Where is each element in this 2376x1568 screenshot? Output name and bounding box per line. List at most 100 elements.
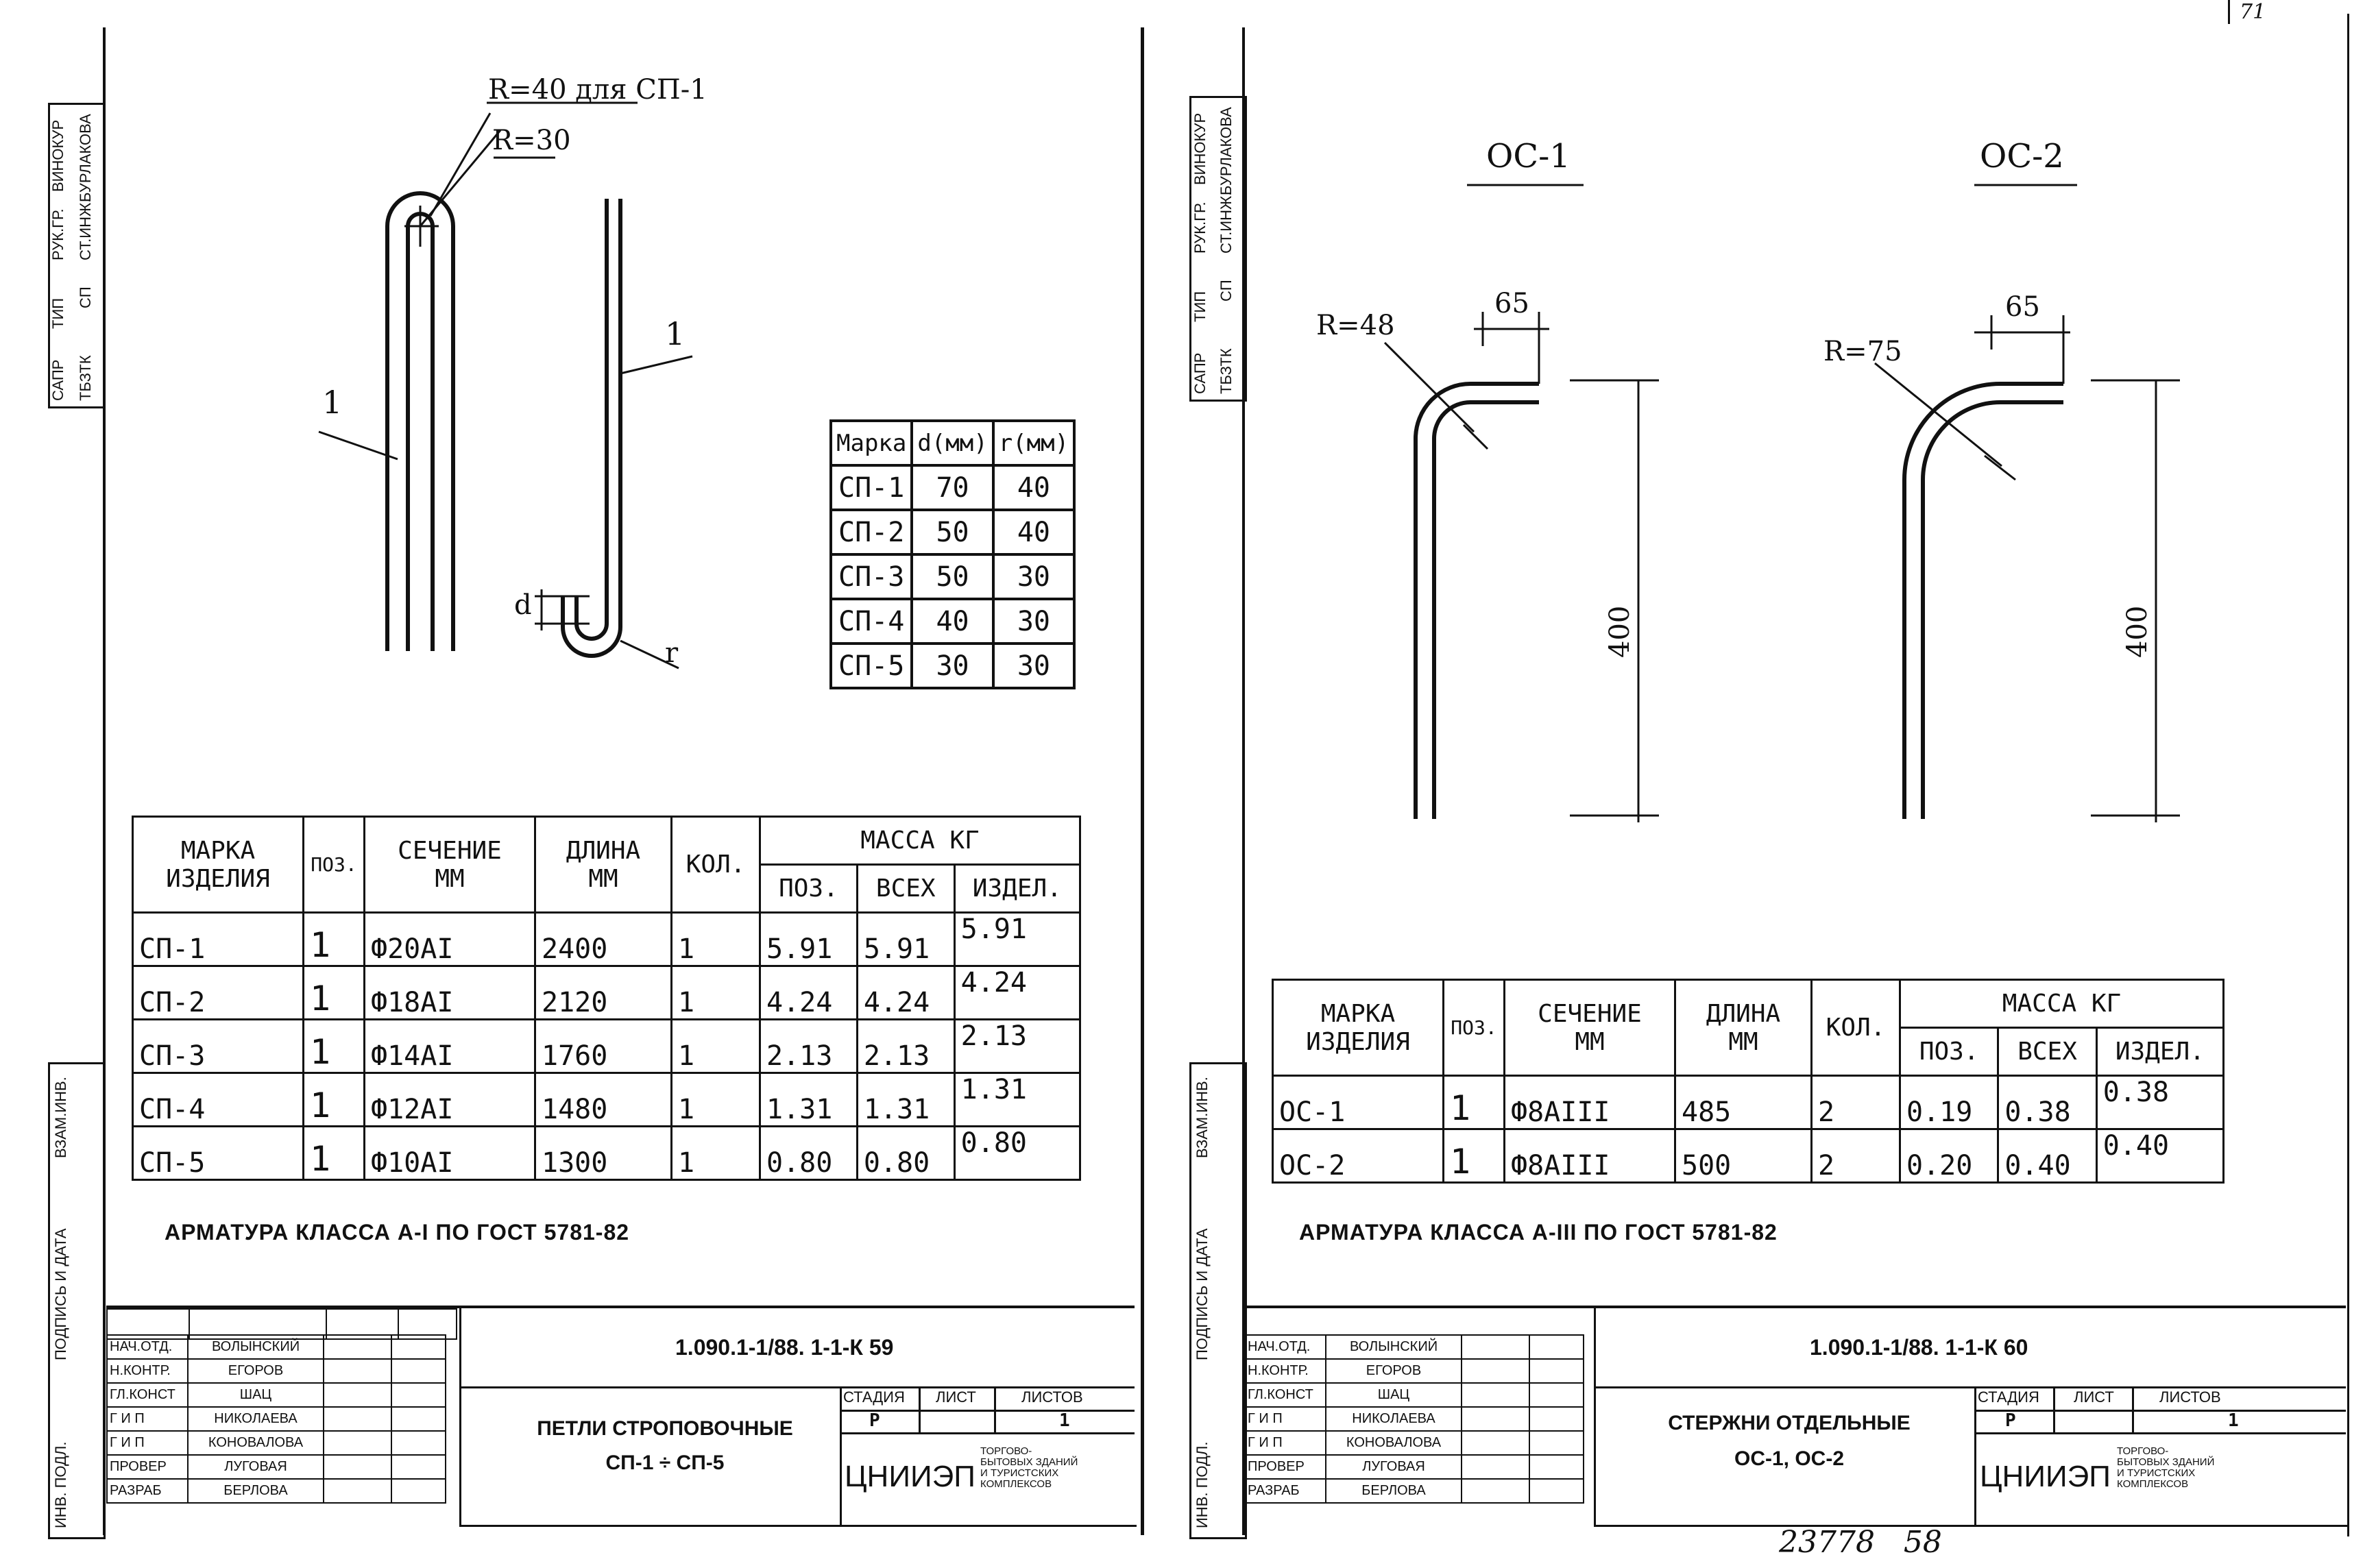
stamp-person: НИКОЛАЕВА (1325, 1406, 1462, 1432)
right-drawing-code: 1.090.1-1/88. 1-1-К 60 (1810, 1335, 2028, 1360)
cell: 70 (910, 464, 995, 511)
cell: СП-4 (829, 598, 914, 645)
table-cell: 5.91 (856, 911, 956, 967)
header-mass-all: ВСЕХ (1997, 1027, 2098, 1077)
right-sheet-value: 1 (2228, 1410, 2239, 1431)
table-cell: СП-2 (132, 965, 304, 1020)
stamp-signature (323, 1478, 392, 1504)
left-reinforcement-note: АРМАТУРА КЛАССА А-I ПО ГОСТ 5781-82 (165, 1220, 630, 1245)
right-stage-box (1974, 1386, 2348, 1525)
stamp-signature (1461, 1478, 1530, 1504)
stamp-person: КОНОВАЛОВА (187, 1430, 324, 1456)
stamp-date (1529, 1454, 1584, 1480)
table-cell: 0.38 (1997, 1075, 2098, 1130)
stamp-date (1529, 1478, 1584, 1504)
left-position-label-2: 1 (665, 315, 686, 352)
left-side-strip-bottom (48, 1062, 106, 1539)
right-stage-col1 (2053, 1386, 2055, 1432)
stamp-date (391, 1478, 446, 1504)
right-sheet-right-edge (2347, 14, 2349, 1536)
table-cell: 2120 (534, 965, 672, 1020)
stamp-role: ПРОВЕР (106, 1454, 189, 1480)
table-cell: 1 (302, 911, 365, 967)
right-drawing-sheet (1242, 27, 2349, 1535)
cell: 30 (991, 598, 1076, 645)
table-cell: Ф20AI (363, 911, 536, 967)
stamp-date (391, 1358, 446, 1384)
header-mass: МАССА КГ (759, 816, 1081, 866)
stamp-role-row: Н.КОНТР.ЕГОРОВ (1244, 1358, 1584, 1384)
header-mass-all: ВСЕХ (856, 863, 956, 914)
stamp-person: ЛУГОВАЯ (1325, 1454, 1462, 1480)
oc1-radius: R=48 (1316, 310, 1395, 341)
stamp-role: НАЧ.ОТД. (106, 1334, 189, 1360)
stamp-role: Г И П (106, 1406, 189, 1432)
left-dim-d: d (514, 589, 532, 621)
right-stage-col2 (2132, 1386, 2134, 1432)
left-radius-label: R=30 (492, 125, 571, 156)
cell: СП-3 (829, 553, 914, 600)
right-title-block (1244, 1306, 2346, 1528)
stamp-role: НАЧ.ОТД. (1244, 1334, 1326, 1360)
stamp-role-row: НАЧ.ОТД.ВОЛЫНСКИЙ (1244, 1334, 1584, 1360)
left-stage-row2 (840, 1432, 1135, 1434)
stamp-person: ЕГОРОВ (1325, 1358, 1462, 1384)
stamp-role: Г И П (1244, 1406, 1326, 1432)
oc1-top-dim: 65 (1494, 288, 1529, 319)
right-organization: ЦНИИЭП (1980, 1460, 2111, 1493)
right-sheets-label: ЛИСТОВ (2159, 1388, 2221, 1406)
table-cell: Ф8AIII (1503, 1075, 1676, 1130)
table-cell: 0.40 (2095, 1128, 2225, 1184)
cell: 50 (910, 509, 995, 556)
header-mass-pos: ПОЗ. (1898, 1027, 2000, 1077)
right-drawing-title-line1: СТЕРЖНИ ОТДЕЛЬНЫЕ (1668, 1412, 1911, 1434)
stamp-signature (323, 1382, 392, 1408)
table-cell: 0.19 (1898, 1075, 2000, 1130)
stamp-role: ГЛ.КОНСТ (1244, 1382, 1326, 1408)
left-position-label-1: 1 (322, 384, 343, 421)
cell: 30 (991, 642, 1076, 689)
stamp-role: РАЗРАБ (1244, 1478, 1326, 1504)
table-cell: 2400 (534, 911, 672, 967)
stamp-role: ГЛ.КОНСТ (106, 1382, 189, 1408)
table-cell: СП-3 (132, 1018, 304, 1074)
left-organization-sub: ТОРГОВО- БЫТОВЫХ ЗДАНИЙ И ТУРИСТСКИХ КОМ… (980, 1445, 1078, 1490)
stamp-person: КОНОВАЛОВА (1325, 1430, 1462, 1456)
table-cell: 1 (302, 1072, 365, 1127)
stamp-signature (323, 1406, 392, 1432)
stamp-signature (323, 1454, 392, 1480)
right-stamp-border (1594, 1306, 2348, 1527)
table-cell: 2.13 (856, 1018, 956, 1074)
stamp-date (391, 1382, 446, 1408)
left-dim-r: r (665, 637, 679, 669)
right-stage-row2 (1974, 1432, 2346, 1434)
left-drawing-title-line1: ПЕТЛИ СТРОПОВОЧНЫЕ (537, 1417, 793, 1440)
table-cell: 1 (670, 911, 761, 967)
table-cell: 5.91 (953, 911, 1082, 967)
table-cell: 485 (1674, 1075, 1813, 1130)
stamp-date (391, 1334, 446, 1360)
left-drawing-title-line2: СП-1 ÷ СП-5 (605, 1451, 725, 1474)
left-side-strip-top (48, 103, 106, 408)
oc2-radius: R=75 (1823, 336, 1902, 367)
table-cell: 2 (1810, 1128, 1901, 1184)
stamp-person: ШАЦ (1325, 1382, 1462, 1408)
table-cell: ОС-2 (1272, 1128, 1444, 1184)
stamp-role: Н.КОНТР. (106, 1358, 189, 1384)
left-stage-row (840, 1410, 1135, 1412)
stamp-role-row: НАЧ.ОТД.ВОЛЫНСКИЙ (106, 1334, 446, 1360)
stamp-date (1529, 1382, 1584, 1408)
stamp-date (1529, 1334, 1584, 1360)
